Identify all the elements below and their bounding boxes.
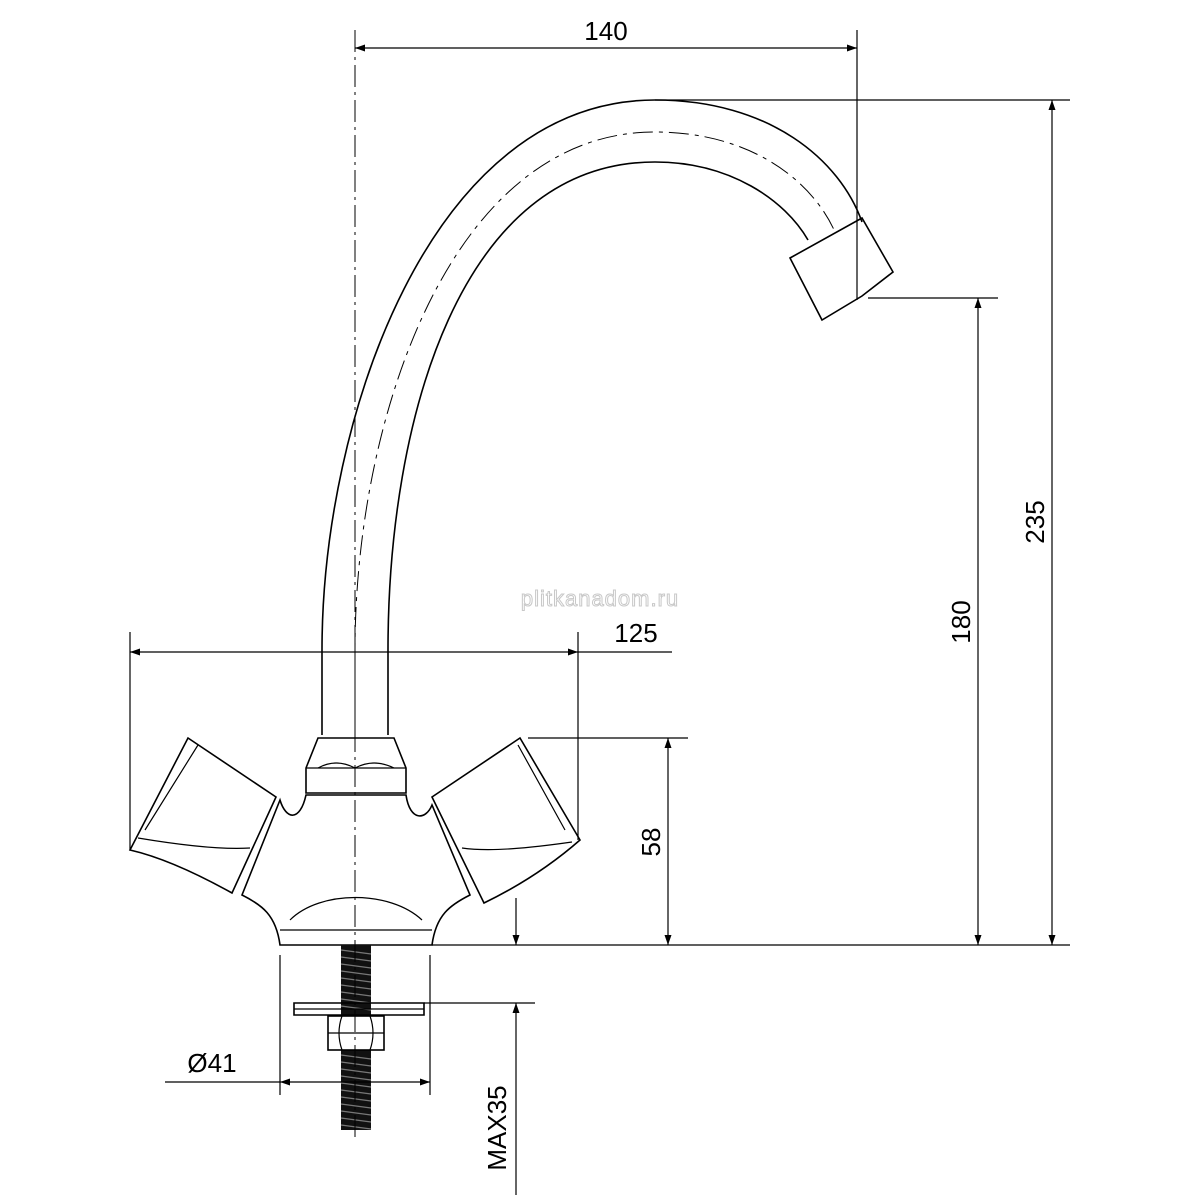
spout-inner-edge [387, 161, 809, 735]
thread-line [340, 963, 372, 969]
thread-line [340, 1054, 372, 1060]
mixer-body [240, 794, 472, 946]
right-handle-inner [461, 744, 573, 851]
left-handle [128, 736, 278, 895]
thread-line [340, 956, 372, 962]
thread-line [340, 1103, 372, 1109]
mounting-nut-facets [328, 1015, 384, 1051]
spout-centerline [354, 131, 836, 735]
dim-41-label: Ø41 [187, 1048, 236, 1078]
thread-line [340, 984, 372, 990]
dim-235-label: 235 [1020, 500, 1050, 543]
watermark-text: plitkanadom.ru [521, 586, 679, 611]
thread-line [340, 1068, 372, 1074]
dim-35-label: MAX35 [482, 1085, 512, 1170]
nut-facets [317, 762, 395, 769]
dim-140-label: 140 [584, 16, 627, 46]
thread-line [340, 977, 372, 983]
faucet-outline [128, 30, 895, 1140]
aerator-nozzle [788, 216, 895, 322]
thread-line [340, 1089, 372, 1095]
spout-hex-nut [305, 737, 407, 794]
dim-58-label: 58 [636, 828, 666, 857]
dim-180-label: 180 [946, 600, 976, 643]
thread-line [340, 1117, 372, 1123]
aerator-front-edge [789, 257, 823, 321]
left-handle-inner [137, 744, 251, 850]
stud-threads [340, 949, 372, 1130]
dim-125-label: 125 [614, 618, 657, 648]
thread-line [340, 1096, 372, 1102]
thread-line [340, 1124, 372, 1130]
thread-line [340, 970, 372, 976]
thread-line [340, 991, 372, 997]
mounting-plate [293, 1002, 425, 1016]
dimension-annotations: 140 235 180 125 58 Ø41 MAX35 [129, 16, 1070, 1195]
thread-line [340, 1110, 372, 1116]
thread-line [340, 1061, 372, 1067]
spout-outer-edge [321, 99, 863, 735]
body-front-curve [289, 897, 423, 921]
right-handle [430, 736, 582, 905]
thread-line [340, 949, 372, 955]
